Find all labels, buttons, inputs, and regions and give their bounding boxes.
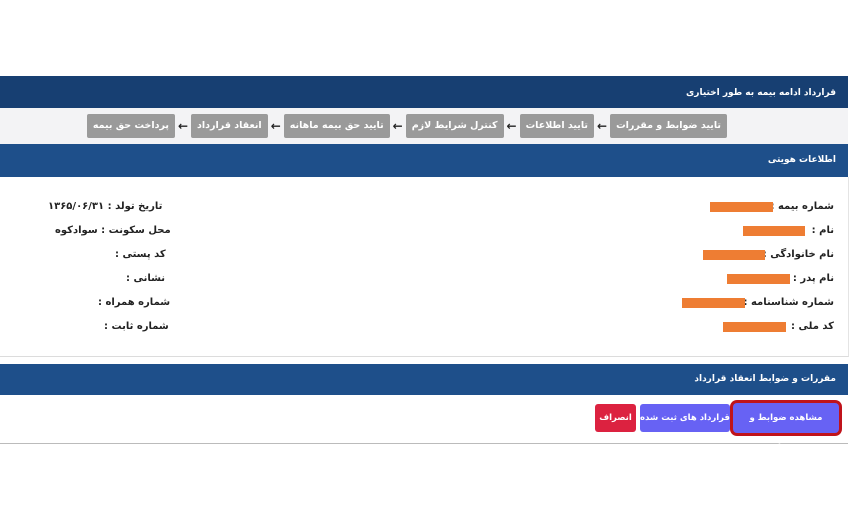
page-title-bar: قرارداد ادامه بیمه به طور اختیاری (0, 76, 848, 108)
steps-breadcrumb: تایید ضوابط و مقررات ← تایید اطلاعات ← ک… (86, 114, 727, 138)
steps-bar: تایید ضوابط و مقررات ← تایید اطلاعات ← ک… (0, 108, 848, 145)
redacted-birth-certificate-number (682, 298, 745, 308)
last-name-label: نام خانوادگی : (762, 249, 834, 260)
step-conclude-contract[interactable]: انعقاد قرارداد (191, 114, 268, 138)
identity-section-header: اطلاعات هویتی (0, 144, 848, 177)
father-name-label: نام پدر : (792, 273, 834, 284)
arrow-left-icon: ← (506, 119, 517, 133)
mobile-number-field: شماره همراه : (98, 297, 171, 308)
insurance-number-label: شماره بیمه : (770, 201, 834, 212)
step-check-conditions[interactable]: کنترل شرایط لازم (405, 114, 504, 138)
step-confirm-monthly-premium[interactable]: تایید حق بیمه ماهانه (283, 114, 390, 138)
terms-section-title: مقررات و ضوابط انعقاد قرارداد (694, 374, 836, 384)
identity-section-body: شماره بیمه : نام : نام خانوادگی : نام پد… (0, 177, 849, 357)
first-name-label: نام : (811, 225, 834, 236)
terms-section-header: مقررات و ضوابط انعقاد قرارداد (0, 364, 848, 395)
identity-section-title: اطلاعات هویتی (767, 155, 836, 165)
birth-certificate-number-label: شماره شناسنامه : (743, 297, 834, 308)
arrow-left-icon: ← (597, 119, 608, 133)
address-field: نشانی : (126, 273, 166, 284)
redacted-first-name (743, 226, 805, 236)
arrow-left-icon: ← (392, 119, 403, 133)
step-confirm-info[interactable]: تایید اطلاعات (519, 114, 594, 138)
redacted-last-name (703, 250, 765, 260)
terms-section-body: مشاهده ضوابط و مقررات قرارداد های ثبت شد… (0, 395, 848, 453)
redacted-father-name (727, 274, 790, 284)
registered-contracts-button[interactable]: قرارداد های ثبت شده (640, 404, 730, 432)
redacted-insurance-number (710, 202, 773, 212)
arrow-left-icon: ← (177, 119, 189, 133)
cancel-button[interactable]: انصراف (595, 404, 636, 432)
national-code-label: کد ملی : (791, 321, 834, 332)
birth-date-field: تاریخ تولد : ۱۳۶۵/۰۶/۳۱ (48, 201, 163, 212)
residence-field: محل سکونت : سوادکوه (55, 225, 171, 236)
postal-code-field: کد پستی : (115, 249, 166, 260)
landline-number-field: شماره ثابت : (104, 321, 169, 332)
page-title: قرارداد ادامه بیمه به طور اختیاری (686, 88, 836, 98)
arrow-left-icon: ← (270, 119, 281, 133)
step-confirm-terms[interactable]: تایید ضوابط و مقررات (610, 114, 727, 138)
redacted-national-code (723, 322, 786, 332)
step-pay-premium[interactable]: پرداخت حق بیمه (86, 114, 175, 138)
view-terms-button[interactable]: مشاهده ضوابط و مقررات (733, 403, 839, 453)
